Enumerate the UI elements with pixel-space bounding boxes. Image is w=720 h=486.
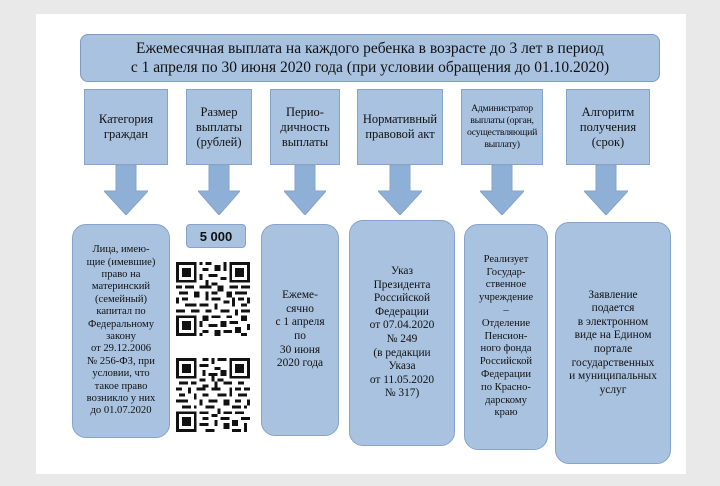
header-algorithm: Алгоритм получения (срок)	[566, 89, 650, 165]
header-administrator: Администратор выплаты (орган, осуществля…	[461, 89, 543, 165]
header-amount: Размер выплаты (рублей)	[186, 89, 252, 165]
arrow-down-icon	[284, 165, 326, 215]
arrow-down-icon	[480, 165, 524, 215]
body-administrator: Реализует Государ- ственное учреждение –…	[464, 224, 548, 450]
diagram-title: Ежемесячная выплата на каждого ребенка в…	[80, 34, 660, 82]
arrow-down-icon	[198, 165, 240, 215]
qr-code-icon	[176, 262, 250, 336]
body-legal-act: Указ Президента Российской Федерации от …	[349, 220, 455, 446]
body-periodicity: Ежеме- сячно с 1 апреля по 30 июня 2020 …	[261, 224, 339, 436]
body-algorithm: Заявление подается в электронном виде на…	[555, 222, 671, 464]
body-category: Лица, имею- щие (имевшие) право на матер…	[72, 224, 170, 438]
header-periodicity: Перио- дичность выплаты	[270, 89, 340, 165]
arrow-down-icon	[584, 165, 628, 215]
amount-badge: 5 000	[186, 224, 246, 248]
title-line-2: с 1 апреля по 30 июня 2020 года (при усл…	[130, 59, 610, 76]
header-legal-act: Нормативный правовой акт	[357, 89, 443, 165]
qr-code-icon	[176, 358, 250, 432]
arrow-down-icon	[104, 165, 148, 215]
header-category: Категория граждан	[84, 89, 168, 165]
arrow-down-icon	[378, 165, 422, 215]
title-line-1: Ежемесячная выплата на каждого ребенка в…	[136, 40, 604, 57]
